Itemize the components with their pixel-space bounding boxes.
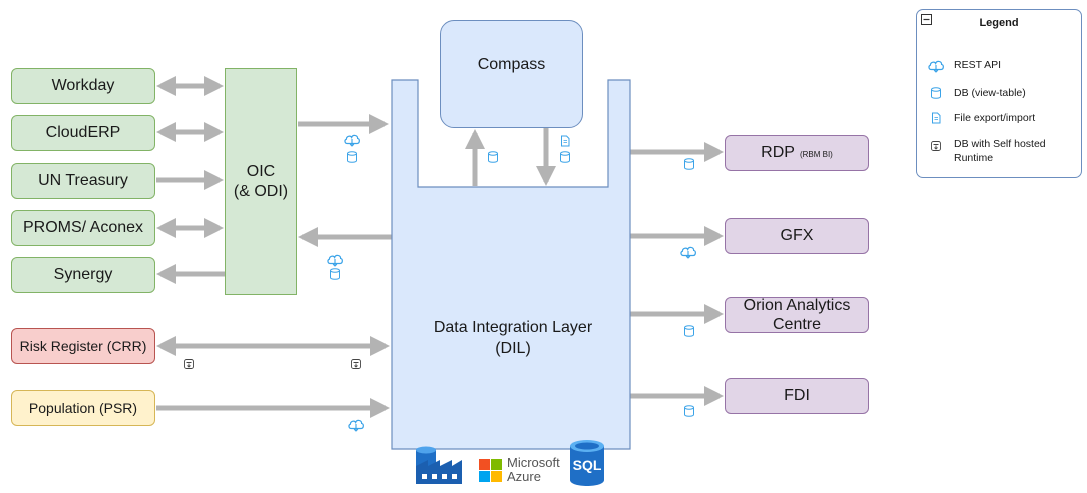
self-hosted-runtime-icon	[931, 141, 941, 151]
azure-text: Azure	[507, 469, 541, 484]
dil-label: Data Integration Layer (DIL)	[418, 316, 608, 360]
rest-api-icon	[680, 246, 696, 259]
rest-api-icon	[348, 419, 364, 432]
collapse-icon[interactable]	[921, 14, 932, 25]
microsoft-logo-icon	[479, 459, 502, 482]
rest-api-icon	[327, 254, 343, 267]
legend-panel: Legend REST API DB (view-table) File exp…	[916, 9, 1082, 178]
db-icon	[488, 151, 498, 163]
db-icon	[684, 325, 694, 337]
source-clouderp: CloudERP	[11, 115, 155, 151]
microsoft-text: Microsoft	[507, 455, 560, 470]
dil-title: Data Integration Layer	[433, 319, 593, 336]
source-population: Population (PSR)	[11, 390, 155, 426]
legend-item-db: DB (view-table)	[954, 87, 1026, 99]
legend-item-rest-api: REST API	[954, 59, 1002, 71]
source-proms-aconex: PROMS/ Aconex	[11, 210, 155, 246]
db-icon	[684, 158, 694, 170]
db-icon	[684, 405, 694, 417]
target-orion: Orion Analytics Centre	[725, 297, 869, 333]
db-icon	[347, 151, 357, 163]
orion-line1: Orion Analytics	[743, 297, 851, 314]
sql-database-logo	[570, 440, 604, 486]
legend-title: Legend	[979, 17, 1019, 29]
self-hosted-runtime-icon	[184, 359, 194, 369]
legend-item-file-export: File export/import	[954, 112, 1036, 124]
rdp-label: RDP	[761, 144, 795, 161]
rest-api-icon	[928, 60, 944, 73]
source-synergy: Synergy	[11, 257, 155, 293]
file-export-icon	[932, 112, 941, 124]
db-icon	[330, 268, 340, 280]
oic-title: OIC	[246, 162, 276, 180]
db-icon	[931, 87, 941, 99]
rdp-sublabel: (RBM BI)	[799, 150, 833, 159]
target-gfx: GFX	[725, 218, 869, 254]
db-icon	[560, 151, 570, 163]
oic-subtitle: (& ODI)	[233, 182, 289, 200]
source-workday: Workday	[11, 68, 155, 104]
file-export-icon	[561, 135, 570, 147]
rest-api-icon	[344, 134, 360, 147]
sql-text: SQL	[572, 457, 602, 473]
legend-item-self-hosted: DB with Self hosted Runtime	[954, 138, 1046, 164]
self-hosted-runtime-icon	[351, 359, 361, 369]
dil-container	[391, 79, 631, 450]
target-rdp: RDP (RBM BI)	[725, 135, 869, 171]
oic-box: OIC (& ODI)	[225, 68, 297, 295]
dil-subtitle: (DIL)	[495, 340, 531, 357]
target-fdi: FDI	[725, 378, 869, 414]
data-factory-logo	[416, 446, 462, 484]
compass-box: Compass	[440, 20, 583, 128]
orion-line2: Centre	[772, 316, 822, 333]
microsoft-azure-wordmark: Microsoft Azure	[507, 456, 560, 484]
source-risk-register: Risk Register (CRR)	[11, 328, 155, 364]
source-un-treasury: UN Treasury	[11, 163, 155, 199]
